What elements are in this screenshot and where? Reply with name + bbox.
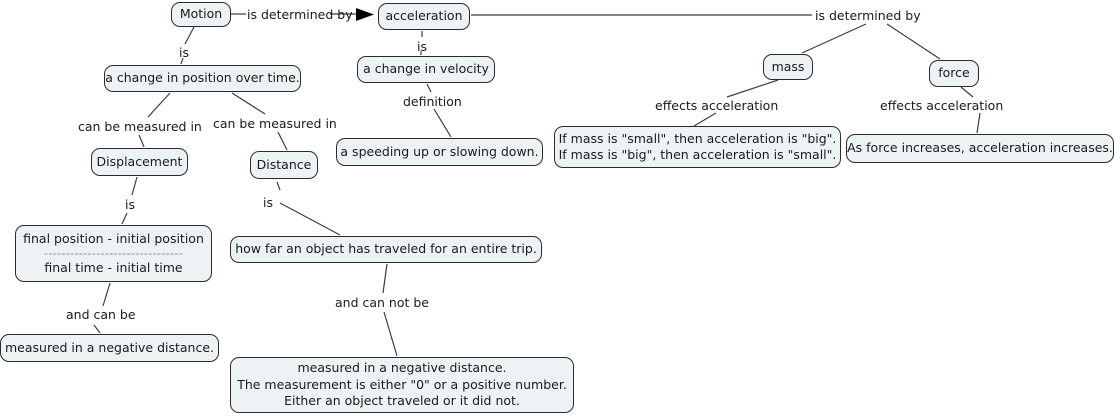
node-speeding-up-slowing-down[interactable]: a speeding up or slowing down. xyxy=(336,138,543,166)
node-label: If mass is "small", then acceleration is… xyxy=(558,130,837,146)
node-mass[interactable]: mass xyxy=(763,54,813,80)
node-motion[interactable]: Motion xyxy=(171,2,231,27)
link-label-effects-acceleration-force: effects acceleration xyxy=(880,98,1004,113)
node-displacement[interactable]: Displacement xyxy=(91,148,188,176)
node-acceleration[interactable]: acceleration xyxy=(378,3,470,30)
formula-numerator: final position - initial position xyxy=(23,230,204,246)
node-displacement-formula[interactable]: final position - initial position ------… xyxy=(15,225,212,282)
link-label-can-be-measured-right: can be measured in xyxy=(213,116,337,131)
link-label-is-determined-by-1: is determined by xyxy=(247,7,353,22)
node-label: As force increases, acceleration increas… xyxy=(847,140,1113,156)
node-label: If mass is "big", then acceleration is "… xyxy=(558,147,837,162)
link-label-is-displacement: is xyxy=(125,197,135,212)
node-label: how far an object has traveled for an en… xyxy=(235,241,537,257)
node-change-in-velocity[interactable]: a change in velocity xyxy=(357,56,495,83)
node-not-negative[interactable]: measured in a negative distance. The mea… xyxy=(230,357,574,413)
formula-denominator: final time - initial time xyxy=(44,259,183,275)
node-label: The measurement is either "0" or a posit… xyxy=(237,376,567,392)
node-label: a speeding up or slowing down. xyxy=(340,143,539,159)
link-label-effects-acceleration-mass: effects acceleration xyxy=(655,98,779,113)
link-label-is-motion: is xyxy=(179,45,189,60)
node-label: a change in position over time. xyxy=(105,70,300,86)
node-label: Either an object traveled or it did not. xyxy=(284,393,520,409)
link-label-is-acceleration: is xyxy=(417,39,427,54)
arrowhead-icon xyxy=(356,8,374,21)
node-label: force xyxy=(938,65,970,81)
node-label: measured in a negative distance. xyxy=(5,339,215,355)
link-label-is-distance: is xyxy=(263,195,273,210)
node-label: Displacement xyxy=(96,153,183,169)
node-mass-rule[interactable]: If mass is "small", then acceleration is… xyxy=(554,126,841,168)
node-negative-distance[interactable]: measured in a negative distance. xyxy=(0,334,219,362)
node-label: mass xyxy=(771,58,805,74)
formula-divider: -------------------------------- xyxy=(43,246,184,261)
node-label: measured in a negative distance. xyxy=(297,360,507,376)
link-label-and-can-be: and can be xyxy=(66,307,136,322)
node-label: Motion xyxy=(179,6,223,22)
node-change-in-position[interactable]: a change in position over time. xyxy=(104,65,301,92)
link-label-can-be-measured-left: can be measured in xyxy=(78,119,202,134)
node-how-far-traveled[interactable]: how far an object has traveled for an en… xyxy=(230,236,542,263)
node-label: acceleration xyxy=(385,8,463,24)
node-label: a change in velocity xyxy=(363,61,489,77)
node-force[interactable]: force xyxy=(929,60,979,87)
node-distance[interactable]: Distance xyxy=(250,151,318,179)
link-label-is-determined-by-2: is determined by xyxy=(815,8,921,23)
node-label: Distance xyxy=(256,156,312,172)
link-label-and-can-not-be: and can not be xyxy=(335,295,429,310)
node-force-rule[interactable]: As force increases, acceleration increas… xyxy=(846,134,1114,163)
link-label-definition: definition xyxy=(403,94,462,109)
